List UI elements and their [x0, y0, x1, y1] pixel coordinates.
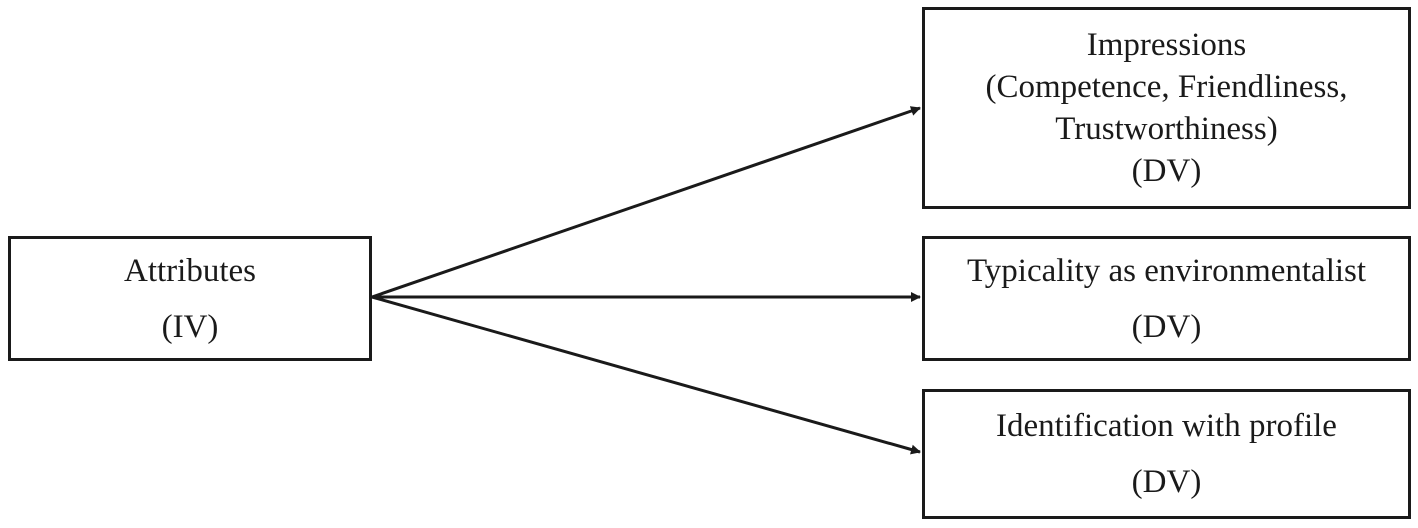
iv-role-label: (IV) [161, 308, 219, 345]
identification-label: Identification with profile [996, 408, 1337, 444]
typicality-label: Typicality as environmentalist [966, 252, 1367, 289]
impressions-role-label: (DV) [1131, 153, 1202, 189]
typicality-dv-box: Typicality as environmentalist (DV) [922, 236, 1411, 361]
arrow-attributes-to-impressions [371, 106, 921, 299]
typicality-role-label: (DV) [1131, 308, 1202, 345]
impressions-detail-line-1: (Competence, Friendliness, [985, 69, 1348, 105]
impressions-label: Impressions [1086, 27, 1247, 63]
attributes-label: Attributes [124, 252, 256, 289]
arrow-attributes-to-identification [371, 295, 921, 455]
identification-role-label: (DV) [1131, 464, 1202, 500]
attributes-iv-box: Attributes (IV) [8, 236, 372, 361]
impressions-detail-line-2: Trustworthiness) [1055, 111, 1278, 147]
impressions-dv-box: Impressions (Competence, Friendliness, T… [922, 7, 1411, 209]
identification-dv-box: Identification with profile (DV) [922, 389, 1411, 519]
